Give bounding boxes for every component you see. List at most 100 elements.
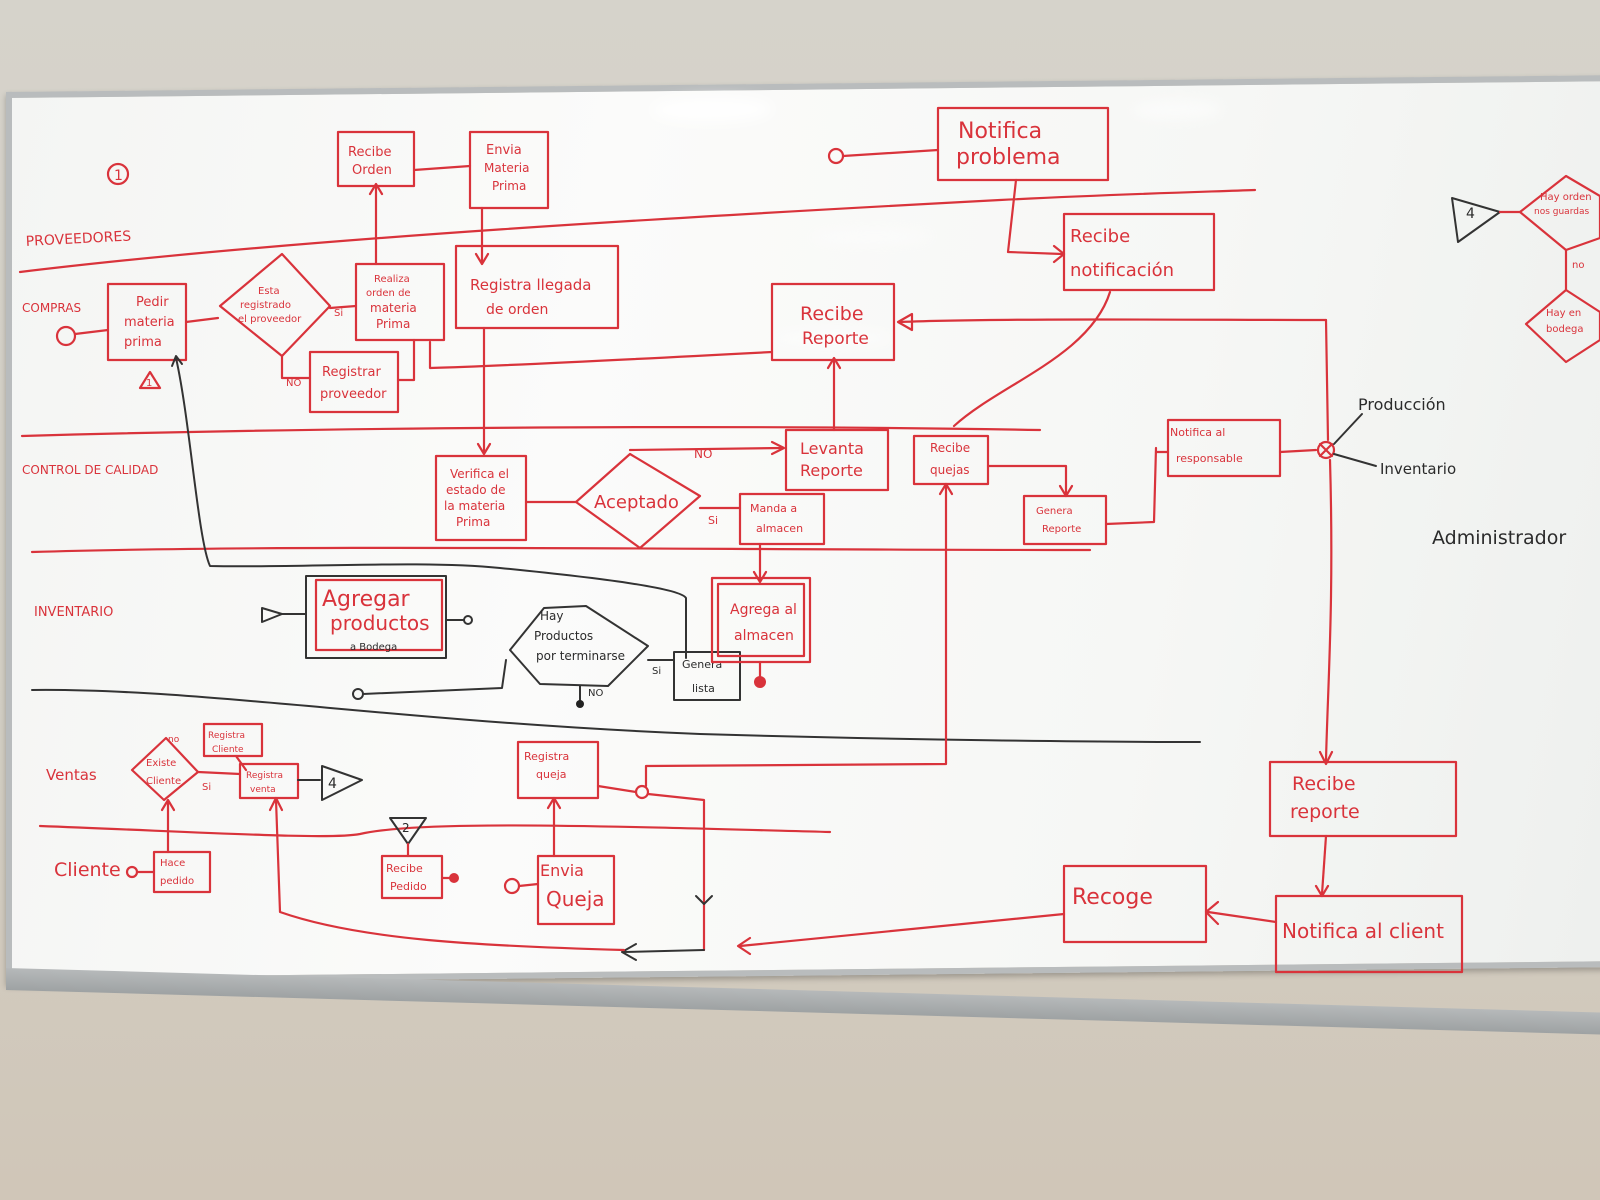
- arrowhead: [476, 442, 492, 456]
- arrowhead: [896, 312, 914, 332]
- start-event: [503, 877, 521, 895]
- arrowhead: [546, 796, 562, 810]
- node-rrf-line2: reporte: [1290, 801, 1360, 823]
- flow-arrow: [1324, 458, 1333, 762]
- lane-label-proveedores: PROVEEDORES: [25, 228, 131, 250]
- gateway-circle: [1316, 440, 1336, 460]
- node-agregar-line2: productos: [330, 611, 430, 635]
- node-registra-llegada: [454, 244, 620, 330]
- node-notifica-line1: Notifica: [958, 119, 1042, 144]
- node-hace-pedido: [152, 850, 212, 894]
- node-recibe-notificacion: [1062, 212, 1216, 292]
- node-recoge-label: Recoge: [1072, 885, 1153, 910]
- connector-1: [138, 370, 162, 390]
- node-recped-line2: Pedido: [390, 880, 427, 893]
- node-manda-line1: Manda a: [750, 502, 797, 515]
- node-notresp-line2: responsable: [1176, 452, 1243, 465]
- label-produccion: Producción: [1358, 395, 1446, 414]
- node-envia-queja: [536, 854, 616, 926]
- label-si-existe: Si: [202, 782, 211, 793]
- node-realiza-line1: Realiza: [374, 274, 410, 285]
- node-hace-line1: Hace: [160, 858, 185, 869]
- gateway-cross: [1318, 442, 1334, 458]
- dec-hay-line3: por terminarse: [536, 649, 625, 663]
- node-recoge: [1062, 864, 1208, 944]
- label-inventario-side: Inventario: [1380, 460, 1456, 478]
- flow-arrow: [644, 482, 948, 788]
- decision-registrado: [218, 252, 332, 358]
- arrowhead: [736, 936, 752, 956]
- connector-start: [261, 607, 283, 623]
- flow-arrow: [73, 328, 110, 336]
- lane-label-compras: COMPRAS: [22, 301, 81, 315]
- branch-line: [1333, 453, 1377, 467]
- page-marker-circle: [106, 162, 130, 186]
- node-verifica-line3: la materia: [444, 499, 505, 513]
- connector-2-label: 2: [402, 821, 410, 835]
- node-manda-line2: almacen: [756, 522, 803, 535]
- page-marker: 1: [114, 168, 123, 184]
- arrowhead: [1204, 900, 1220, 926]
- node-envq-line1: Envia: [540, 861, 584, 880]
- node-genera-line2: Reporte: [1042, 524, 1081, 535]
- arrowhead: [770, 440, 786, 456]
- start-event: [827, 147, 845, 165]
- node-notifica-cliente: [1274, 894, 1464, 974]
- label-si: Si: [334, 308, 343, 319]
- node-recibe-orden-line2: Orden: [352, 163, 392, 178]
- arrowhead: [474, 252, 490, 266]
- flow-arrow: [428, 340, 774, 370]
- flow-arrow: [412, 164, 472, 172]
- lane-divider: [31, 688, 1201, 743]
- node-recibe-notif-line2: notificación: [1070, 260, 1174, 281]
- flow-arrow: [328, 304, 358, 310]
- node-pedir-line3: prima: [124, 335, 162, 350]
- node-verifica-estado: [434, 454, 528, 542]
- node-llegada-line1: Registra llegada: [470, 276, 591, 294]
- decision-hay-orden: [1518, 174, 1600, 252]
- node-realiza-line4: Prima: [376, 317, 410, 331]
- node-lista-line1: Genera: [682, 658, 722, 671]
- node-regprov-line1: Registrar: [322, 365, 381, 380]
- end-event: [449, 873, 459, 883]
- node-quejas-line2: quejas: [930, 463, 970, 477]
- node-notcli-label: Notifica al client: [1282, 919, 1444, 943]
- dec-registrado-line1: Esta: [258, 286, 280, 297]
- flow-arrow: [1278, 448, 1318, 454]
- connector-4b-label: 4: [1466, 206, 1475, 222]
- node-notifica-line2: problema: [956, 145, 1061, 170]
- node-genera-reporte: [1022, 494, 1108, 546]
- flow-arrow: [841, 148, 940, 158]
- dec-haybod-line1: Hay en: [1546, 308, 1581, 319]
- node-realiza-line2: orden de: [366, 288, 411, 299]
- arrowhead: [171, 355, 183, 367]
- node-rr-line1: Recibe: [800, 303, 864, 325]
- node-genera-lista: [673, 651, 741, 701]
- node-regqueja-line2: queja: [536, 768, 567, 781]
- node-envq-line2: Queja: [546, 887, 605, 911]
- decision-hay-bodega: [1524, 288, 1600, 364]
- dec-existe-line2: Cliente: [146, 776, 181, 787]
- flow-arrow: [628, 446, 784, 452]
- flow-arrow: [738, 912, 1066, 948]
- label-no: NO: [286, 378, 301, 389]
- flow-arrow: [196, 770, 242, 776]
- connector-2: [389, 817, 427, 845]
- flow-arrow: [184, 316, 220, 324]
- node-levanta-line2: Reporte: [800, 461, 863, 480]
- flow-arrow: [596, 784, 638, 794]
- label-no-existe: no: [168, 735, 180, 745]
- node-envia-materia: [468, 130, 550, 210]
- node-recibe-notif-line1: Recibe: [1070, 226, 1130, 247]
- arrowhead: [695, 895, 713, 905]
- lane-divider: [20, 426, 1042, 438]
- connector-4: [321, 765, 363, 801]
- branch-line: [1333, 413, 1363, 445]
- node-recibe-orden-line1: Recibe: [348, 145, 391, 160]
- node-envia-line2: Materia: [484, 161, 529, 175]
- label-no-hay: NO: [588, 688, 603, 699]
- node-llegada-line2: de orden: [486, 302, 548, 318]
- node-recped-line1: Recibe: [386, 862, 423, 875]
- lane-divider: [18, 188, 1257, 274]
